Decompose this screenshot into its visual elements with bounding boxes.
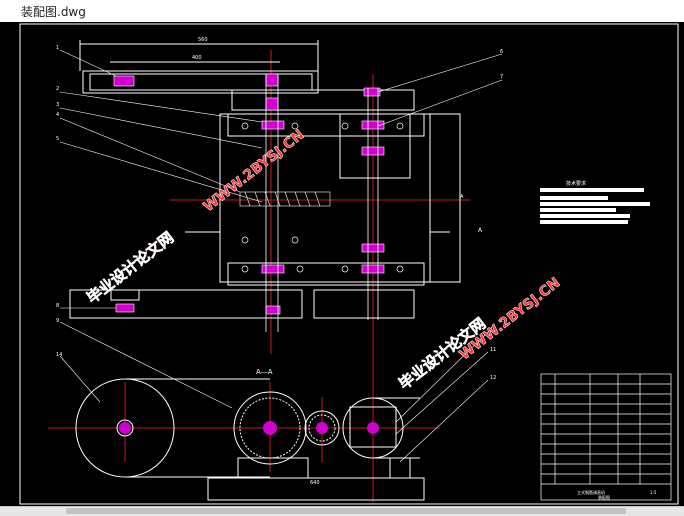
technical-notes: 技术要求 [540,180,650,224]
balloon-13: 13 [500,318,506,324]
watermark-cn-1: 毕业设计论文网 [83,228,177,307]
cad-drawing: 560 400 A A [19,23,679,505]
title-name: 立式钢筋调直机 [577,489,605,495]
top-upper-plate [79,40,319,94]
notes-heading: 技术要求 [566,180,586,187]
balloon-10: 10 [490,327,496,333]
balloon-4: 4 [56,112,59,118]
drawing-canvas[interactable]: 560 400 A A [0,22,684,506]
title-sub: 装配图 [598,494,610,500]
dim-base-length: 640 [310,480,320,486]
gear-rack [239,191,331,207]
balloon-14: 14 [56,352,62,358]
balloon-12: 12 [490,375,496,381]
main-body [110,113,461,301]
leader-lines [59,49,503,463]
shafts [265,74,379,332]
balloon-2: 2 [56,86,59,92]
document-title: 装配图.dwg [21,5,86,19]
belt-drive [75,378,425,501]
window-titlebar: 装配图.dwg [0,0,684,23]
part-balloons: 1 2 3 4 5 6 7 8 9 10 11 12 13 14 [56,45,506,381]
title-block [540,373,672,501]
section-label: A—A [256,368,273,376]
balloon-7: 7 [500,74,503,80]
bolt-holes [241,122,404,273]
label-a2: A [460,194,464,200]
balloon-3: 3 [56,102,59,108]
dim-top-inner: 400 [192,55,202,61]
balloon-5: 5 [56,136,59,142]
label-a1: A [478,227,483,234]
horizontal-scrollbar[interactable] [0,506,684,516]
title-scale: 1:5 [650,490,657,495]
lower-bearings [119,421,379,435]
scrollbar-thumb[interactable] [66,508,626,514]
watermark-url-1: WWW.2BYSJ.CN [201,127,308,215]
balloon-9: 9 [56,318,59,324]
drawing-frame [19,23,679,505]
balloon-6: 6 [500,49,503,55]
balloon-1: 1 [56,45,59,51]
watermarks: WWW.2BYSJ.CN 毕业设计论文网 WWW.2BYSJ.CN 毕业设计论文… [83,127,563,394]
balloon-11: 11 [490,347,496,353]
dim-top-overall: 560 [198,37,208,43]
balloon-8: 8 [56,303,59,309]
bearings [113,73,385,315]
top-right-plate [69,89,425,319]
